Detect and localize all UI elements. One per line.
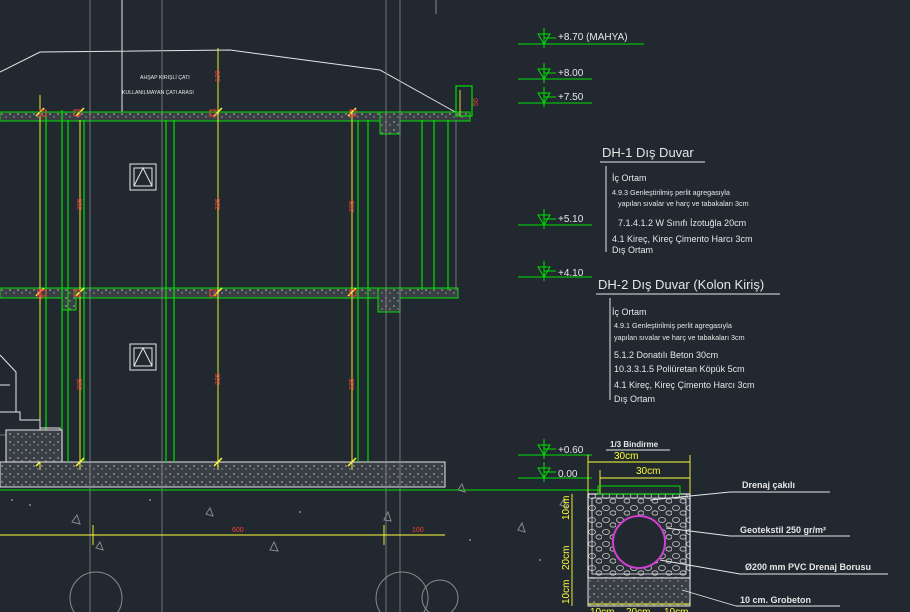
soil-symbols [69,482,568,612]
drain-pipe [612,515,666,569]
drain-label-pipe: Ø200 mm PVC Drenaj Borusu [745,562,871,572]
level-marker: +5.10 [518,209,592,229]
level-label: +4.10 [558,268,584,279]
building-section: 130 305 335 305 335 335 305 455 50 600 1… [0,0,600,612]
drain-bottom-dim-2: 20cm [626,607,650,612]
dh2-item-6: 4.1 Kireç, Kireç Çimento Harcı 3cm [614,380,755,390]
level-label: 0.00 [558,469,578,480]
level-triangle [537,68,551,80]
stairs [0,354,63,463]
level-triangle [537,467,551,479]
drain-bottom-dim-1: 10cm [590,607,614,612]
drain-detail: 1/3 Bindirme 30cm 30cm 10cm 20cm 10cm 10… [561,440,888,612]
dh1-item-5: 4.1 Kireç, Kireç Çimento Harcı 3cm [612,234,753,244]
window-lower [129,343,157,371]
drain-label-gravel: Drenaj çakılı [742,480,795,490]
dh1-item-4: 7.1.4.1.2 W Sınıfı İzotuğla 20cm [618,218,746,228]
dh2-item-7: Dış Ortam [614,394,655,404]
dh1-item-6: Dış Ortam [612,245,653,255]
drain-bottom-dim-3: 10cm [664,607,688,612]
ground-slab [0,461,446,488]
dh2-legend: DH-2 Dış Duvar (Kolon Kiriş) İç Ortam 4.… [596,277,780,404]
dh1-title: DH-1 Dış Duvar [602,145,694,160]
level-triangle [537,444,551,456]
level-marker: +8.00 [518,63,592,83]
dim-335-c: 335 [349,378,356,390]
level-marker: +0.60 [518,439,592,459]
parapet [455,85,473,117]
dim-600: 600 [232,527,244,534]
dh2-item-4: 5.1.2 Donatılı Beton 30cm [614,350,718,360]
dim-305-c: 305 [77,378,84,390]
drain-label-geotextile: Geotekstil 250 gr/m² [740,525,826,535]
dim-305-a: 305 [77,198,84,210]
drain-side-dim-1: 10cm [561,496,572,520]
window-upper [129,163,157,191]
floor-slab-upper [0,287,459,299]
dh2-item-2: 4.9.1 Genleştirilmiş perlit agregasıyla [614,321,732,330]
drain-top-dim-2: 30cm [636,466,660,477]
dim-130: 130 [215,70,222,82]
level-label: +0.60 [558,445,584,456]
dim-335-a: 335 [215,198,222,210]
level-label: +8.00 [558,68,584,79]
level-marker: +7.50 [518,87,592,107]
dh1-item-2: 4.9.3 Genleştirilmiş perlit agregasıyla [612,188,730,197]
roof-label-line1: AHŞAP KIRIŞLİ ÇATI [140,74,190,81]
level-label: +7.50 [558,92,584,103]
level-marker: 0.00 [518,462,592,482]
level-label: +8.70 (MAHYA) [558,32,628,43]
dh1-item-3: yapılan sıvalar ve harç ve tabakaları 3c… [618,199,749,208]
dim-305-b: 305 [349,200,356,212]
roof-label-line2: KULLANILMAYAN ÇATI ARASI [122,90,194,96]
dh2-item-3: yapılan sıvalar ve harç ve tabakaları 3c… [614,333,745,342]
level-marker: +4.10 [518,261,592,281]
level-triangle [537,266,551,278]
drain-top-dim-1: 30cm [614,451,638,462]
level-triangle [537,92,551,104]
drain-label-grobeton: 10 cm. Grobeton [740,595,811,605]
level-triangle [537,214,551,226]
level-triangle [537,33,551,45]
level-label: +5.10 [558,214,584,225]
dh2-item-5: 10.3.3.1.5 Poliüretan Köpük 5cm [614,364,745,374]
dim-50: 50 [473,98,480,106]
dh2-title: DH-2 Dış Duvar (Kolon Kiriş) [598,277,764,292]
dim-100: 100 [412,527,424,534]
drain-side-dim-3: 10cm [561,580,572,604]
grobeton [587,577,691,607]
dh1-legend: DH-1 Dış Duvar İç Ortam 4.9.3 Genleştiri… [600,145,753,255]
dh2-item-1: İç Ortam [612,307,647,317]
roof-outline [0,49,471,121]
drain-scale: 1/3 Bindirme [610,440,659,449]
level-marker: +8.70 (MAHYA) [518,28,644,48]
drain-side-dim-2: 20cm [561,546,572,570]
dh1-item-1: İç Ortam [612,173,647,183]
level-markers: +8.70 (MAHYA) +8.00 +7.50 +5.10 +4.10 +0.60 0.… [518,28,644,482]
dim-335-b: 335 [215,373,222,385]
walls [45,110,449,462]
